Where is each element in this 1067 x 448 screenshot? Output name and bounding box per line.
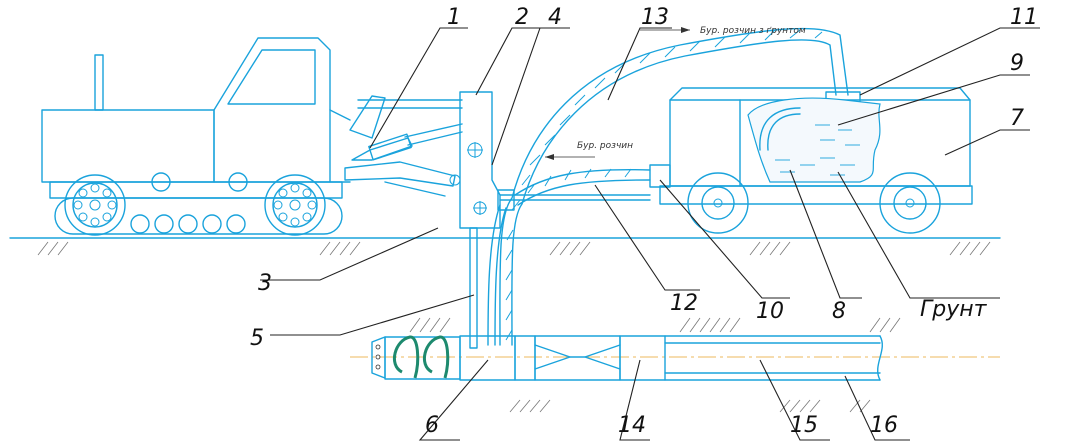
hydraulic-cylinder [344, 95, 463, 197]
label-16: 16 [870, 413, 898, 438]
label-3: 3 [258, 271, 272, 296]
label-12: 12 [670, 291, 698, 316]
callout-labels: 1 2 4 13 11 9 7 3 5 12 10 8 Грунт 6 14 1… [250, 5, 1038, 438]
flow-label-top: Бур. розчин з ґрунтом [700, 26, 806, 36]
label-8: 8 [832, 299, 846, 324]
label-10: 10 [756, 299, 784, 324]
crawler-track [54, 174, 343, 236]
flow-label-mid: Бур. розчин [577, 141, 633, 151]
label-6: 6 [425, 413, 439, 438]
leader-lines [260, 27, 1040, 441]
tractor [41, 37, 351, 199]
arrow-head-icon [545, 154, 554, 160]
flow-annotations: Бур. розчин з ґрунтом Бур. розчин [545, 26, 806, 160]
label-ground: Грунт [920, 297, 988, 322]
label-2: 2 [515, 5, 529, 30]
arrow-head-icon [681, 27, 690, 33]
label-7: 7 [1010, 106, 1024, 131]
underground-pipeline [350, 335, 1000, 381]
label-1: 1 [447, 5, 461, 30]
label-14: 14 [618, 413, 646, 438]
ground-surface [9, 237, 1001, 413]
label-5: 5 [250, 326, 264, 351]
label-4: 4 [548, 5, 562, 30]
label-9: 9 [1010, 51, 1024, 76]
mixing-trailer [649, 87, 973, 234]
feed-hose [499, 168, 651, 206]
return-hose [487, 27, 849, 346]
label-11: 11 [1010, 5, 1038, 30]
label-15: 15 [790, 413, 818, 438]
label-13: 13 [641, 5, 669, 30]
